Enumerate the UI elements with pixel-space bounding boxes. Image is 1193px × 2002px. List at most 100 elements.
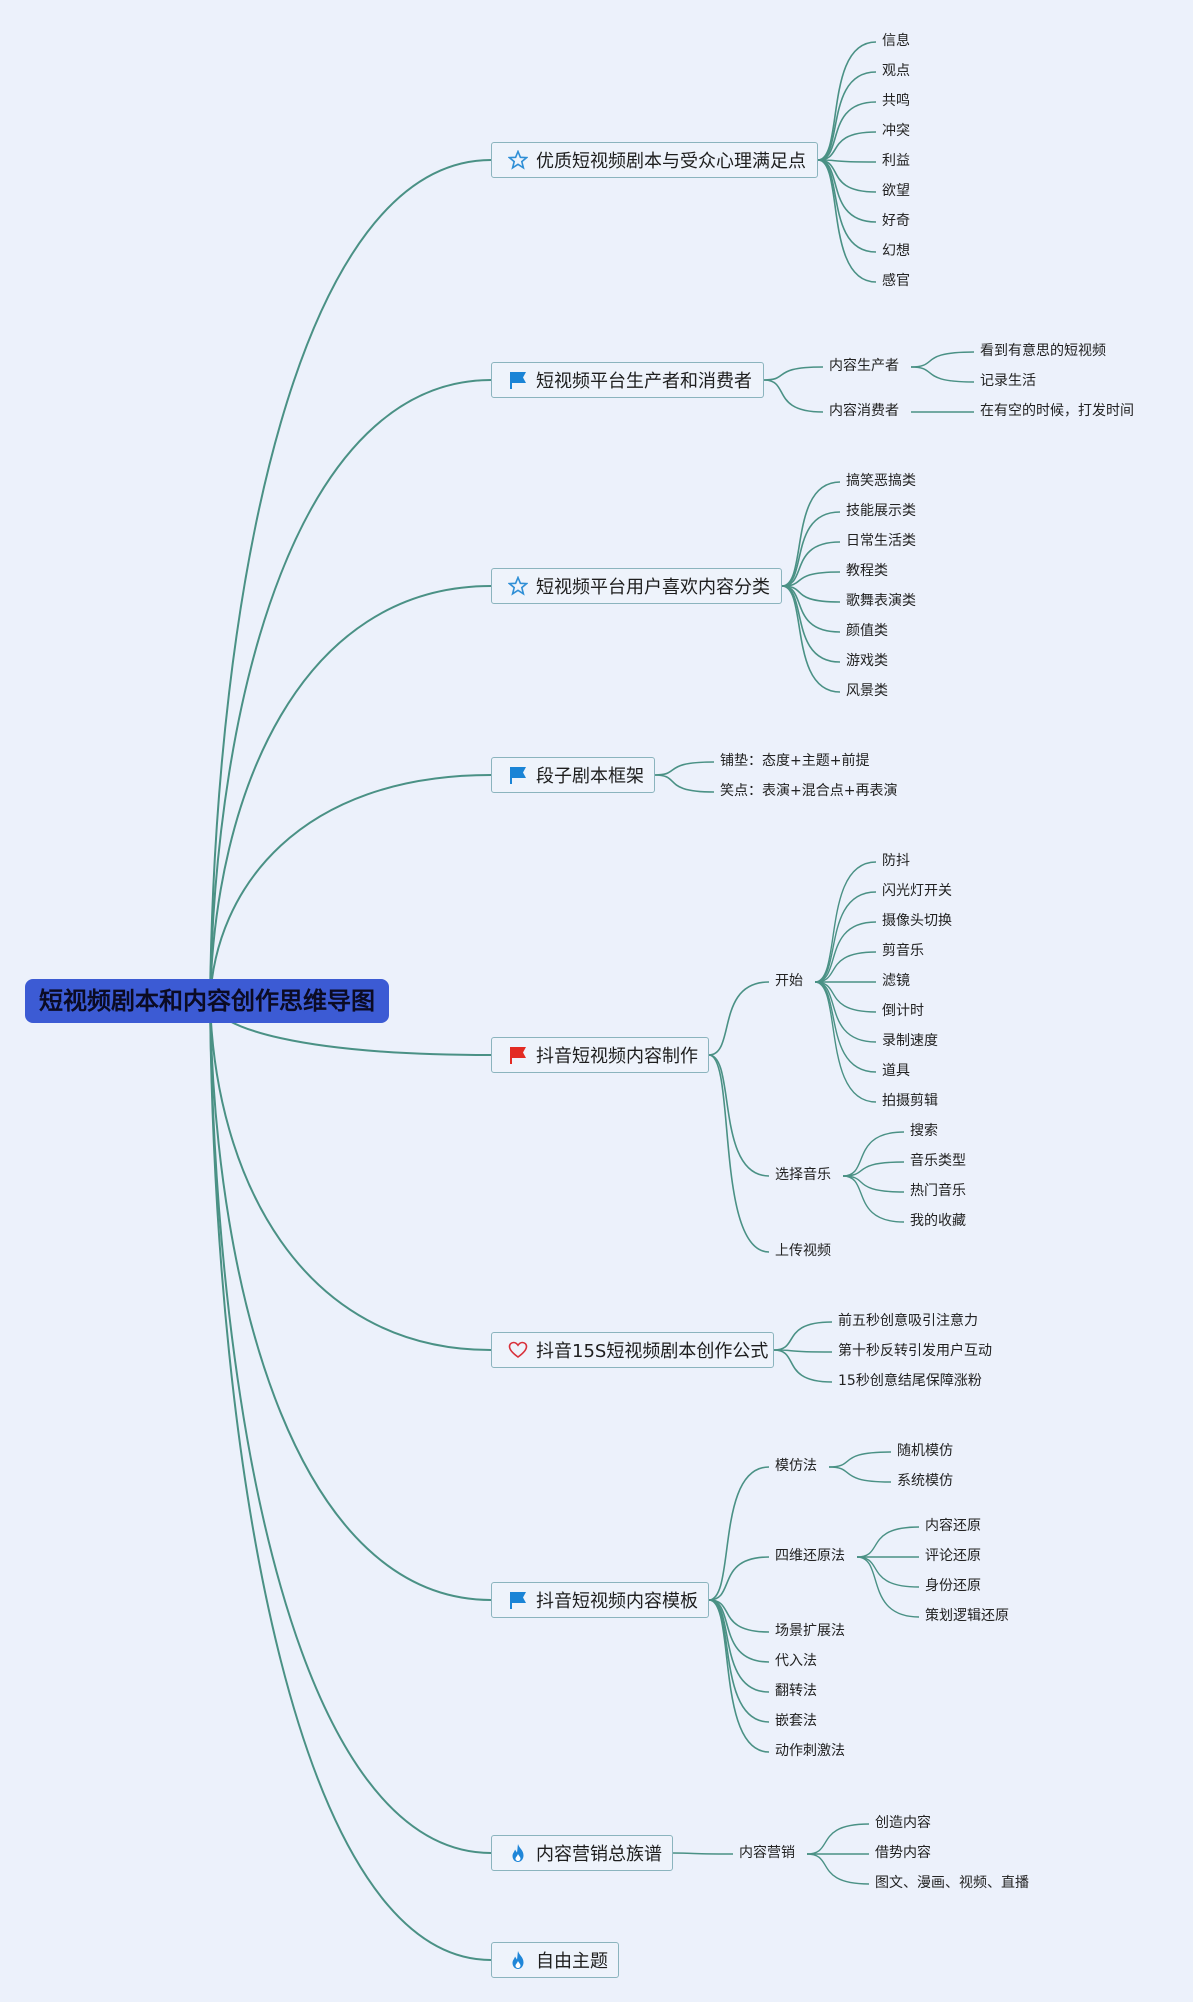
subtopic[interactable]: 模仿法	[775, 1458, 817, 1474]
subtopic[interactable]: 日常生活类	[846, 533, 916, 549]
leaf-topic[interactable]: 剪音乐	[882, 943, 924, 959]
branch-label: 自由主题	[536, 1951, 608, 1972]
subtopic[interactable]: 观点	[882, 63, 910, 79]
leaf-topic[interactable]: 闪光灯开关	[882, 883, 952, 899]
connector	[773, 1349, 833, 1383]
branch-label: 内容营销总族谱	[536, 1844, 662, 1865]
branch-label: 短视频平台生产者和消费者	[536, 371, 752, 392]
connector	[781, 511, 841, 587]
subtopic[interactable]: 教程类	[846, 563, 888, 579]
leaf-topic[interactable]: 我的收藏	[910, 1213, 966, 1229]
leaf-topic[interactable]: 在有空的时候，打发时间	[980, 403, 1134, 419]
connector	[817, 159, 877, 163]
subtopic[interactable]: 动作刺激法	[775, 1743, 845, 1759]
connector	[910, 366, 975, 383]
leaf-topic[interactable]: 搜索	[910, 1123, 938, 1139]
leaf-topic[interactable]: 记录生活	[980, 373, 1036, 389]
subtopic[interactable]: 搞笑恶搞类	[846, 473, 916, 489]
subtopic[interactable]: 内容生产者	[829, 358, 899, 374]
leaf-topic[interactable]: 拍摄剪辑	[882, 1093, 938, 1109]
subtopic[interactable]: 场景扩展法	[775, 1623, 845, 1639]
connector	[842, 1175, 905, 1193]
leaf-topic[interactable]: 防抖	[882, 853, 910, 869]
subtopic[interactable]: 内容消费者	[829, 403, 899, 419]
connector	[814, 951, 877, 983]
leaf-topic[interactable]: 道具	[882, 1063, 910, 1079]
connector	[814, 891, 877, 983]
leaf-topic[interactable]: 随机模仿	[897, 1443, 953, 1459]
connector	[817, 41, 877, 161]
connector	[814, 921, 877, 983]
branch-topic[interactable]: 短视频平台生产者和消费者	[491, 362, 764, 398]
subtopic[interactable]: 代入法	[775, 1653, 817, 1669]
connector	[856, 1556, 920, 1618]
connector	[856, 1526, 920, 1558]
branch-label: 段子剧本框架	[536, 766, 644, 787]
subtopic[interactable]: 风景类	[846, 683, 888, 699]
subtopic[interactable]: 幻想	[882, 243, 910, 259]
subtopic[interactable]: 翻转法	[775, 1683, 817, 1699]
branch-topic[interactable]: 抖音短视频内容制作	[491, 1037, 709, 1073]
root-connector	[209, 1000, 492, 1601]
leaf-topic[interactable]: 滤镜	[882, 973, 910, 989]
subtopic[interactable]: 铺垫：态度+主题+前提	[720, 753, 870, 769]
branch-topic[interactable]: 抖音15S短视频剧本创作公式	[491, 1332, 774, 1368]
blue-flag-icon	[508, 1590, 528, 1610]
subtopic[interactable]: 技能展示类	[846, 503, 916, 519]
leaf-topic[interactable]: 看到有意思的短视频	[980, 343, 1106, 359]
subtopic[interactable]: 前五秒创意吸引注意力	[838, 1313, 978, 1329]
leaf-topic[interactable]: 内容还原	[925, 1518, 981, 1534]
subtopic[interactable]: 嵌套法	[775, 1713, 817, 1729]
connector	[708, 1599, 770, 1693]
leaf-topic[interactable]: 热门音乐	[910, 1183, 966, 1199]
subtopic[interactable]: 好奇	[882, 213, 910, 229]
connector	[672, 1852, 734, 1855]
subtopic[interactable]: 四维还原法	[775, 1548, 845, 1564]
branch-topic[interactable]: 抖音短视频内容模板	[491, 1582, 709, 1618]
subtopic[interactable]: 感官	[882, 273, 910, 289]
subtopic[interactable]: 选择音乐	[775, 1167, 831, 1183]
root-connector	[209, 159, 492, 1002]
star-outline-icon	[508, 150, 528, 170]
connector	[817, 131, 877, 161]
branch-label: 抖音短视频内容制作	[536, 1046, 698, 1067]
subtopic[interactable]: 冲突	[882, 123, 910, 139]
subtopic[interactable]: 游戏类	[846, 653, 888, 669]
leaf-topic[interactable]: 摄像头切换	[882, 913, 952, 929]
branch-topic[interactable]: 段子剧本框架	[491, 757, 655, 793]
leaf-topic[interactable]: 录制速度	[882, 1033, 938, 1049]
branch-topic[interactable]: 优质短视频剧本与受众心理满足点	[491, 142, 818, 178]
leaf-topic[interactable]: 倒计时	[882, 1003, 924, 1019]
leaf-topic[interactable]: 音乐类型	[910, 1153, 966, 1169]
subtopic[interactable]: 信息	[882, 33, 910, 49]
branch-topic[interactable]: 内容营销总族谱	[491, 1835, 673, 1871]
leaf-topic[interactable]: 图文、漫画、视频、直播	[875, 1875, 1029, 1891]
subtopic[interactable]: 笑点：表演+混合点+再表演	[720, 783, 898, 799]
leaf-topic[interactable]: 身份还原	[925, 1578, 981, 1594]
subtopic[interactable]: 15秒创意结尾保障涨粉	[838, 1373, 982, 1389]
connector	[654, 761, 715, 776]
blue-flag-icon	[508, 370, 528, 390]
leaf-topic[interactable]: 策划逻辑还原	[925, 1608, 1009, 1624]
branch-topic[interactable]: 自由主题	[491, 1942, 619, 1978]
subtopic[interactable]: 颜值类	[846, 623, 888, 639]
subtopic[interactable]: 欲望	[882, 183, 910, 199]
subtopic[interactable]: 第十秒反转引发用户互动	[838, 1343, 992, 1359]
connector	[814, 861, 877, 983]
subtopic[interactable]: 内容营销	[739, 1845, 795, 1861]
root-topic[interactable]: 短视频剧本和内容创作思维导图	[25, 979, 389, 1023]
connector	[817, 101, 877, 161]
subtopic[interactable]: 上传视频	[775, 1243, 831, 1259]
leaf-topic[interactable]: 创造内容	[875, 1815, 931, 1831]
connector	[773, 1321, 833, 1351]
leaf-topic[interactable]: 借势内容	[875, 1845, 931, 1861]
leaf-topic[interactable]: 评论还原	[925, 1548, 981, 1564]
subtopic[interactable]: 共鸣	[882, 93, 910, 109]
connector	[814, 981, 877, 1073]
subtopic[interactable]: 开始	[775, 973, 803, 989]
leaf-topic[interactable]: 系统模仿	[897, 1473, 953, 1489]
branch-topic[interactable]: 短视频平台用户喜欢内容分类	[491, 568, 782, 604]
subtopic[interactable]: 歌舞表演类	[846, 593, 916, 609]
subtopic[interactable]: 利益	[882, 153, 910, 169]
